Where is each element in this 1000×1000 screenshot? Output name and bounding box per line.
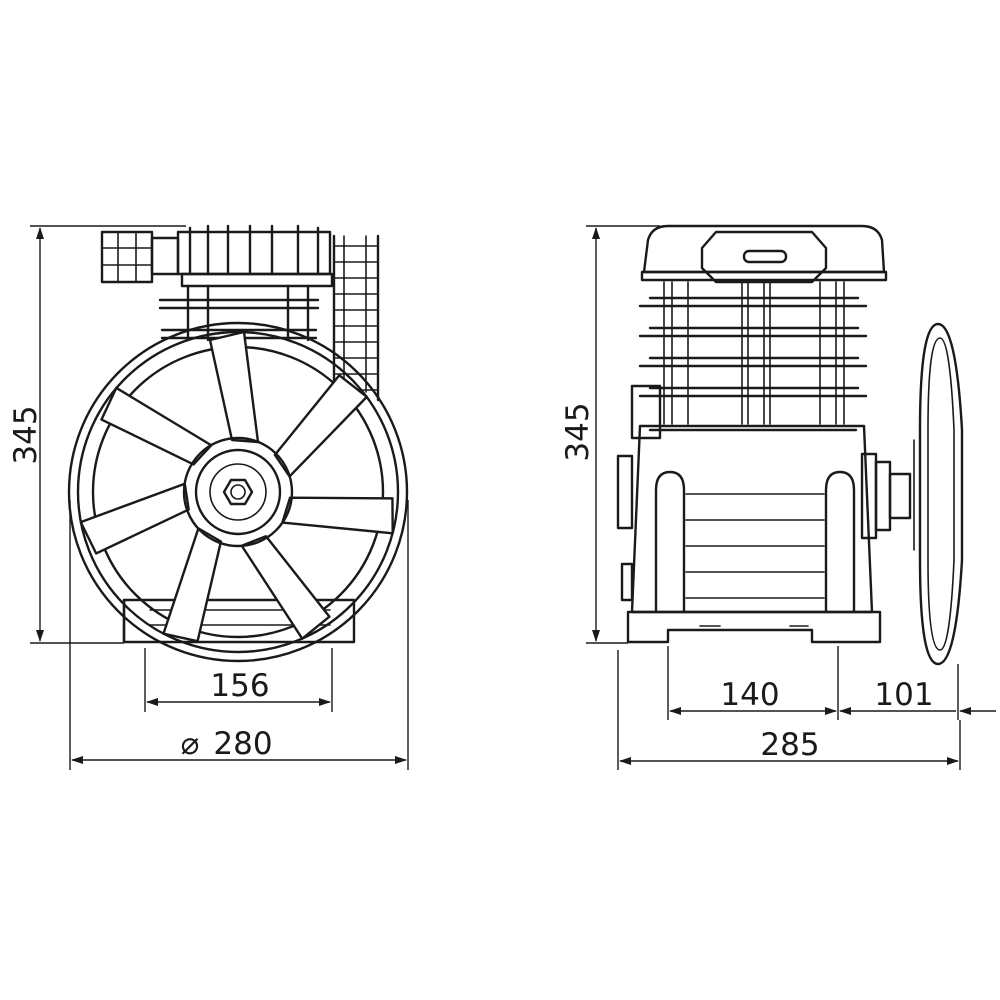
side-cylinder-head [630, 224, 888, 440]
front-diameter-dimension: ⌀ 280 [69, 500, 409, 770]
side-height-label: 345 [560, 402, 596, 461]
front-height-label: 345 [8, 405, 44, 464]
side-base-dimension: 140 101 [667, 646, 996, 720]
side-total-dimension: 285 [617, 650, 961, 770]
diameter-symbol: ⌀ [181, 726, 200, 762]
side-pulley [913, 322, 964, 666]
front-diameter-label: 280 [213, 726, 272, 762]
flywheel [67, 321, 409, 663]
front-view: 345 156 ⌀ 280 [8, 224, 409, 770]
side-view: 345 140 101 285 [560, 224, 996, 770]
flywheel-blades [79, 330, 394, 643]
side-pulley-offset-label: 101 [874, 677, 933, 713]
side-crankcase [616, 424, 912, 644]
front-width-label: 156 [210, 668, 269, 704]
front-height-dimension: 345 [8, 225, 186, 644]
front-width-dimension: 156 [144, 648, 333, 712]
side-total-label: 285 [760, 727, 819, 763]
side-base-label: 140 [720, 677, 779, 713]
side-height-dimension: 345 [560, 225, 660, 644]
